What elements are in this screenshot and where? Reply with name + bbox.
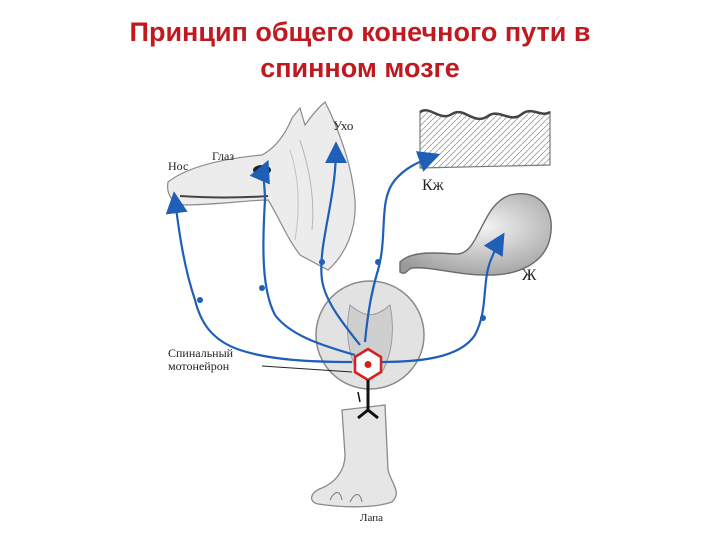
pathway-ganglia — [197, 259, 486, 321]
page-title: Принцип общего конечного пути в спинном … — [0, 14, 720, 86]
pathway-nose — [165, 191, 353, 364]
label-stomach: Ж — [522, 267, 537, 284]
label-ear: Ухо — [333, 118, 353, 133]
motoneuron-pointer-line — [261, 365, 353, 373]
pathway-skin — [363, 151, 441, 343]
dog-head-illustration — [167, 101, 356, 271]
title-line-1: Принцип общего конечного пути в — [129, 17, 591, 47]
label-eye: Глаз — [212, 149, 234, 163]
spinal-motoneuron — [353, 347, 383, 382]
label-paw: Лапа — [360, 512, 383, 524]
label-nose: Нос — [168, 159, 188, 173]
label-motoneuron-2: мотонейрон — [168, 359, 230, 373]
skin-illustration — [419, 109, 551, 169]
pathway-eye — [249, 159, 356, 357]
pathway-ear — [320, 141, 361, 346]
stomach-illustration — [399, 193, 552, 276]
label-motoneuron-1: Спинальный — [168, 346, 234, 360]
title-line-2: спинном мозге — [260, 53, 460, 83]
label-skin: Кж — [422, 177, 445, 194]
efferent-output — [357, 380, 379, 420]
afferent-pathways — [165, 141, 505, 364]
pathway-stomach — [379, 232, 505, 364]
paw-illustration — [311, 404, 397, 508]
